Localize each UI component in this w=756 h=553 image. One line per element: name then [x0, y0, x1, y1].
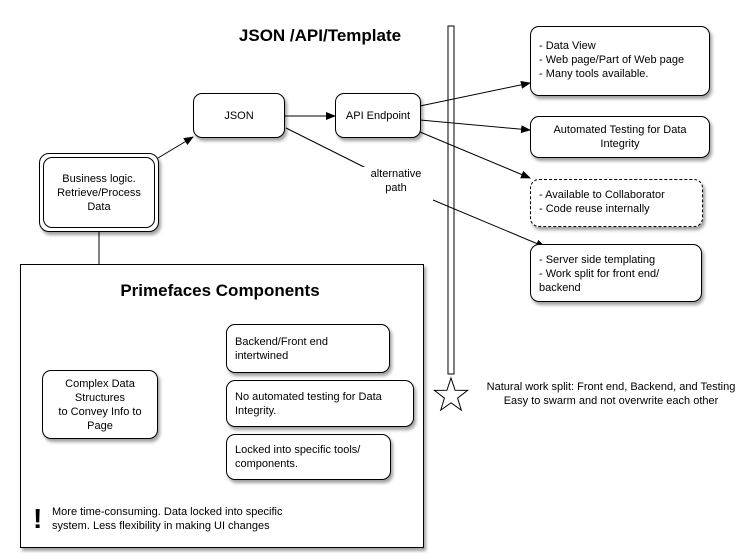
more-time-consuming-note: More time-consuming. Data locked into sp…: [52, 506, 283, 532]
business-logic-node: Business logic. Retrieve/Process Data: [43, 157, 155, 228]
alternative-path-line-1: [285, 127, 371, 171]
title-json-api-template: JSON /API/Template: [238, 26, 402, 45]
collaborator-node: - Available to Collaborator - Code reuse…: [530, 179, 703, 227]
complex-data-structures-node: Complex Data Structures to Convey Info t…: [42, 370, 158, 439]
exclamation-icon: !: [33, 503, 43, 534]
alternative-path-label: alternative path: [360, 167, 432, 195]
backend-frontend-intertwined-node: Backend/Front end intertwined: [226, 324, 390, 373]
automated-testing-node: Automated Testing for Data Integrity: [530, 116, 710, 158]
locked-into-tools-node: Locked into specific tools/ components.: [226, 434, 391, 480]
no-automated-testing-node: No automated testing for Data Integrity.: [226, 380, 414, 427]
arrow-api-to-testing: [419, 119, 531, 134]
api-endpoint-node: API Endpoint: [335, 93, 421, 138]
alternative-path-arrow-2: [432, 199, 546, 248]
divider-bar: [447, 25, 455, 375]
json-node: JSON: [193, 93, 285, 138]
server-side-templating-node: - Server side templating - Work split fo…: [530, 244, 702, 302]
data-view-node: - Data View - Web page/Part of Web page …: [530, 26, 710, 96]
arrow-api-to-data-view: [419, 80, 531, 107]
arrow-api-to-collaborator: [419, 131, 531, 179]
arrow-business-to-json: [157, 136, 194, 159]
title-primefaces-components: Primefaces Components: [120, 281, 320, 300]
star-icon: [432, 376, 470, 412]
natural-work-split-note: Natural work split: Front end, Backend, …: [486, 381, 736, 407]
